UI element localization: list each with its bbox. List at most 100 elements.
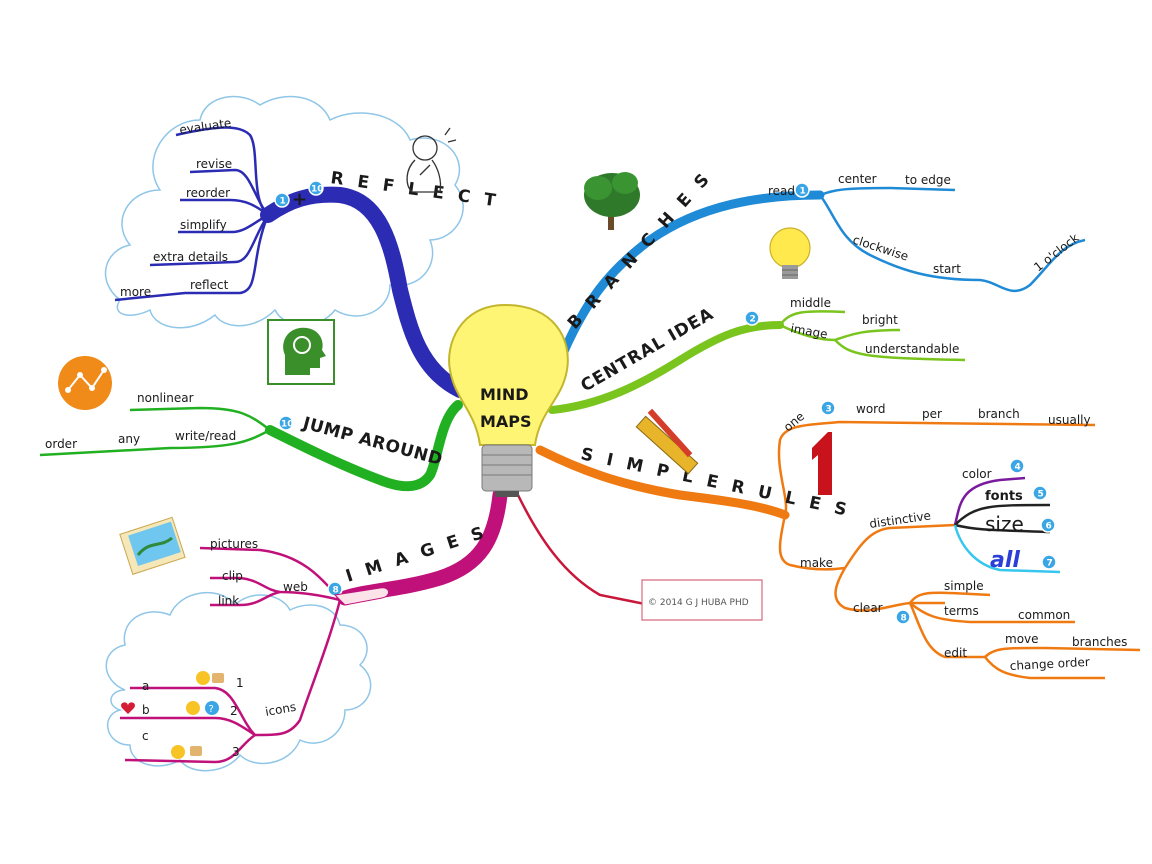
simple-rules-badge-6: 6 [1040, 517, 1056, 533]
branches-item-start: start [933, 262, 961, 276]
reflect-item-reorder: reorder [186, 186, 230, 200]
jump-around-item-write-read: write/read [175, 429, 236, 443]
images-cloud [105, 591, 372, 772]
heart-icon [121, 702, 135, 714]
images-item-pictures: pictures [210, 537, 258, 551]
simple-rules-badge-7: 7 [1041, 554, 1057, 570]
thumbs-up-icon [212, 673, 224, 683]
svg-text:JUMP AROUND: JUMP AROUND [300, 413, 445, 470]
simple-rules-item-move: move [1005, 632, 1039, 646]
images-item-1: 1 [236, 676, 244, 690]
simple-rules-item-common: common [1018, 608, 1070, 622]
svg-text:1: 1 [280, 197, 286, 207]
images-badge-8: 8 [327, 581, 343, 597]
surprised-face-icon [186, 701, 200, 715]
thumbs-down-icon [190, 746, 202, 756]
images-item-clip: clip [222, 569, 243, 583]
branches-item-to-edge: to edge [905, 173, 951, 187]
central-idea-item-bright: bright [862, 313, 898, 327]
images-item-a: a [142, 679, 149, 693]
simple-rules-badge-4: 4 [1009, 458, 1025, 474]
simple-rules-item-color: color [962, 467, 992, 481]
simple-rules-item-make: make [800, 556, 833, 570]
jump-around-sub-branches [39, 406, 271, 457]
tree-icon [584, 172, 640, 230]
picture-icon [119, 516, 186, 575]
svg-text:2: 2 [750, 315, 756, 325]
simple-rules-item-word: word [856, 402, 886, 416]
svg-text:3: 3 [826, 405, 832, 415]
simple-rules-item-fonts: fonts [985, 489, 1023, 504]
central-idea-main-branch [548, 321, 784, 414]
simple-rules-item-one: one [781, 409, 807, 434]
images-item-3: 3 [232, 745, 240, 759]
ruler-pencil-icon [635, 408, 699, 475]
sad-face-icon [171, 745, 185, 759]
svg-text:7: 7 [1047, 559, 1053, 569]
small-lightbulb-icon [769, 227, 811, 279]
branches-item-center: center [838, 172, 877, 186]
simple-rules-badge-8: 8 [895, 609, 911, 625]
reflect-sub-branches [114, 126, 270, 302]
branches-item-1oclock: 1 o'clock [1031, 231, 1081, 275]
images-item-2: 2 [230, 704, 238, 718]
images-item-web: web [283, 580, 308, 594]
jump-around-item-nonlinear: nonlinear [137, 391, 194, 405]
jump-around-title: JUMP AROUND [300, 413, 445, 470]
central-lightbulb: MIND MAPS [448, 303, 569, 497]
line-graph-icon [58, 356, 112, 410]
copyright-branch [516, 494, 651, 607]
central-idea-badge-2: 2 [744, 310, 760, 326]
jump-around-item-any: any [118, 432, 140, 446]
branches-sub-branches [818, 186, 1086, 293]
reflect-badge-10: 10 [308, 180, 324, 196]
branches-item-read: read [768, 184, 795, 198]
simple-rules-main-branch [535, 445, 790, 520]
central-idea-sub-branches [779, 310, 966, 362]
jump-around-item-order: order [45, 437, 77, 451]
smiley-icon [196, 671, 210, 685]
copyright-text: © 2014 G J HUBA PHD [648, 598, 749, 608]
red-number-one-icon [812, 432, 832, 495]
reflect-badge-1: 1 [274, 192, 290, 208]
svg-text:8: 8 [333, 586, 339, 596]
svg-text:?: ? [209, 704, 214, 715]
simple-rules-badge-3: 3 [820, 400, 836, 416]
central-idea-item-middle: middle [790, 296, 831, 310]
svg-text:5: 5 [1038, 490, 1044, 500]
simple-rules-item-usually: usually [1048, 413, 1091, 427]
simple-rules-distinctive-branches [953, 476, 1061, 574]
simple-rules-item-terms: terms [944, 604, 979, 618]
center-title-line2: MAPS [480, 412, 532, 431]
jump-around-main-branch [265, 400, 463, 492]
images-item-icons: icons [264, 700, 297, 719]
svg-text:10: 10 [311, 185, 324, 195]
copyright-banner: © 2014 G J HUBA PHD [641, 579, 763, 621]
central-idea-item-image: image [789, 321, 828, 341]
branches-badge-1: 1 [794, 182, 810, 198]
simple-rules-item-edit: edit [944, 646, 967, 660]
branches-main-branch [553, 190, 825, 370]
plus-icon: + [292, 189, 307, 210]
simple-rules-item-branch: branch [978, 407, 1020, 421]
question-icon: ? [205, 701, 219, 715]
svg-text:4: 4 [1015, 463, 1021, 473]
simple-rules-item-all: all [990, 548, 1020, 573]
reflect-item-more: more [120, 285, 151, 299]
reflect-item-revise: revise [196, 157, 232, 171]
images-item-link: link [218, 594, 239, 608]
simple-rules-item-per: per [922, 407, 942, 421]
simple-rules-item-clear: clear [853, 601, 883, 615]
reflect-item-reflect: reflect [190, 278, 229, 292]
svg-text:8: 8 [901, 614, 907, 624]
images-item-c: c [142, 729, 149, 743]
simple-rules-item-branches: branches [1072, 635, 1127, 649]
reflect-main-branch [260, 186, 468, 398]
pointing-hand-icon [333, 587, 389, 606]
simple-rules-badge-5: 5 [1032, 485, 1048, 501]
jump-around-badge-10: 10 [278, 415, 294, 431]
svg-text:10: 10 [281, 420, 294, 430]
thinking-person-icon [406, 127, 457, 193]
reflect-item-extra-details: extra details [153, 250, 228, 264]
